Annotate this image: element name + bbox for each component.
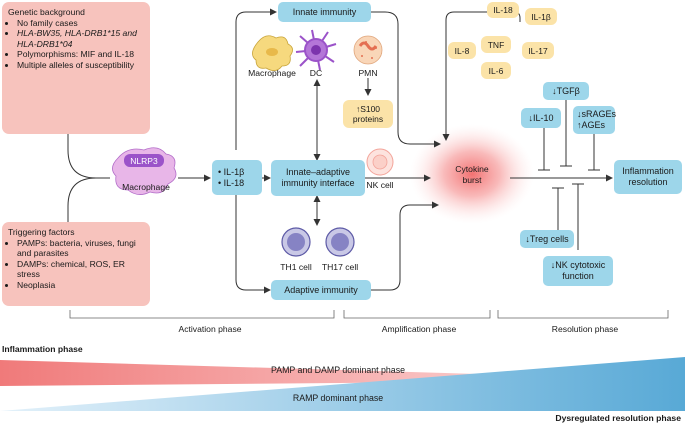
nk-cytotoxic-box: ↓NK cytotoxic function — [543, 256, 613, 286]
resolution-phase-label: Resolution phase — [551, 324, 619, 334]
ramp-dominant-label: RAMP dominant phase — [292, 393, 384, 403]
cytokine-il18: IL-18 — [487, 2, 519, 18]
il1b-label: • IL-1β — [218, 166, 245, 177]
srages-label: ↓sRAGEs — [577, 109, 617, 119]
macrophage-label: Macrophage — [248, 68, 296, 78]
dc-label: DC — [309, 68, 323, 78]
triggering-factors-box: Triggering factors PAMPs: bacteria, viru… — [2, 222, 150, 306]
nlrp3-label: NLRP3 — [124, 154, 164, 167]
triggering-item: DAMPs: chemical, ROS, ER stress — [17, 259, 144, 280]
macrophage-cell-graphic — [252, 35, 293, 71]
triggering-item: Neoplasia — [17, 280, 144, 291]
s100-box: ↑S100 proteins — [343, 100, 393, 128]
pamp-dominant-label: PAMP and DAMP dominant phase — [271, 365, 405, 375]
th1-cell-graphic — [281, 227, 311, 257]
genetic-item: Polymorphisms: MIF and IL-18 — [17, 49, 144, 60]
arrow-innate-to-burst — [371, 11, 441, 148]
genetic-item: HLA-BW35, HLA-DRB1*15 and HLA-DRB1*04 — [17, 28, 144, 49]
il18-label: • IL-18 — [218, 177, 245, 188]
pmn-cell-graphic — [353, 35, 383, 65]
triggering-factors-title: Triggering factors — [8, 227, 75, 237]
dc-cell-graphic — [295, 29, 337, 71]
dysregulated-resolution-label: Dysregulated resolution phase — [555, 413, 681, 423]
th17-cell-graphic — [325, 227, 355, 257]
th1-label: TH1 cell — [280, 262, 312, 272]
ages-label: ↑AGEs — [577, 120, 606, 130]
macrophage-left-label: Macrophage — [122, 182, 170, 192]
arrow-adaptive-to-burst — [371, 201, 439, 291]
amplification-phase-label: Amplification phase — [381, 324, 457, 334]
arrow-cytokine-loop — [442, 11, 521, 141]
srages-box: ↓sRAGEs ↑AGEs — [573, 106, 617, 134]
adaptive-immunity-box: Adaptive immunity — [271, 280, 371, 300]
genetic-item: Multiple alleles of susceptibility — [17, 60, 144, 71]
il-box: • IL-1β • IL-18 — [212, 160, 262, 195]
treg-box: ↓Treg cells — [520, 230, 574, 248]
genetic-background-title: Genetic background — [8, 7, 85, 17]
cytokine-il6: IL-6 — [481, 62, 511, 79]
cytokine-il17: IL-17 — [522, 42, 554, 59]
triggering-factors-list: PAMPs: bacteria, viruses, fungi and para… — [8, 238, 144, 291]
th17-label: TH17 cell — [321, 262, 359, 272]
genetic-background-list: No family cases HLA-BW35, HLA-DRB1*15 an… — [8, 18, 144, 71]
inflammation-phase-label: Inflammation phase — [2, 344, 83, 354]
triggering-item: PAMPs: bacteria, viruses, fungi and para… — [17, 238, 144, 259]
cytokine-burst-label: Cytokine burst — [455, 164, 489, 185]
pmn-label: PMN — [358, 68, 378, 78]
innate-immunity-box: Innate immunity — [278, 2, 371, 22]
tgfb-box: ↓TGFβ — [543, 82, 589, 100]
nk-cell-label: NK cell — [366, 180, 394, 190]
genetic-background-box: Genetic background No family cases HLA-B… — [2, 2, 150, 134]
cytokine-tnf: TNF — [481, 36, 511, 53]
nk-cell-graphic — [366, 148, 394, 176]
cytokine-il8: IL-8 — [448, 42, 476, 59]
ramp-wedge — [0, 357, 685, 411]
bracket-activation — [69, 310, 335, 319]
cytokine-il1b: IL-1β — [525, 8, 557, 25]
arrow-to-innate — [235, 8, 277, 150]
bracket-resolution — [497, 310, 669, 319]
il10-box: ↓IL-10 — [521, 108, 561, 128]
genetic-item: No family cases — [17, 18, 144, 29]
cytokine-burst-glow — [410, 124, 534, 224]
innate-adaptive-interface-box: Innate–adaptive immunity interface — [271, 160, 365, 196]
resolution-box: Inflammation resolution — [614, 160, 682, 194]
input-merge-arrows — [67, 134, 110, 222]
bracket-amplification — [343, 310, 491, 319]
arrow-to-adaptive — [235, 195, 271, 294]
activation-phase-label: Activation phase — [178, 324, 242, 334]
